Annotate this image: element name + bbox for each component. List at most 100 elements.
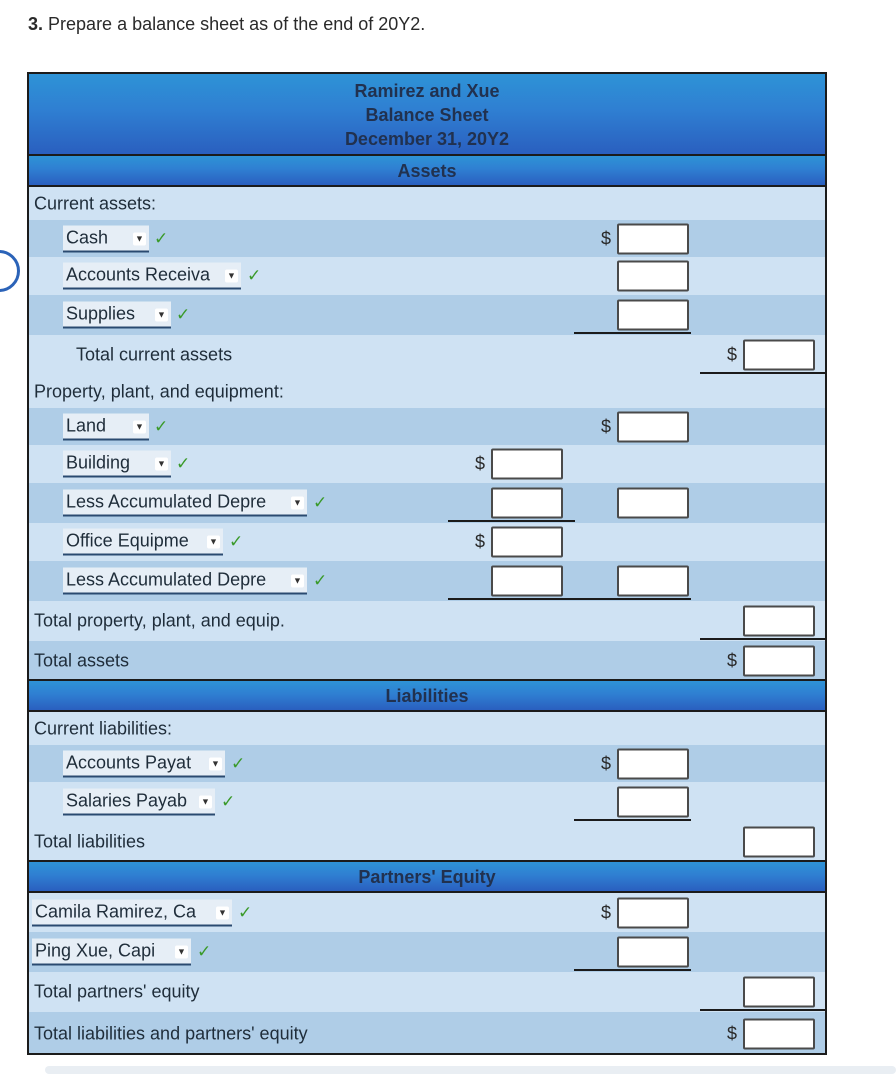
subtotal-underline: [574, 969, 691, 971]
total-liabilities-row: Total liabilities: [29, 822, 825, 862]
salaries-amount-input[interactable]: [617, 786, 689, 818]
accum-depr-equipment-value: Less Accumulated Depre: [66, 569, 267, 590]
cash-amount-input[interactable]: [617, 223, 689, 254]
check-icon: ✓: [229, 532, 244, 551]
total-underline: [700, 372, 825, 374]
total-liab-equity-label: Total liabilities and partners' equity: [34, 1023, 308, 1043]
ppe-heading-row: Property, plant, and equipment:: [29, 375, 825, 408]
ramirez-capital-select[interactable]: Camila Ramirez, Ca ▼: [32, 899, 232, 926]
ap-select-value: Accounts Payat: [66, 752, 192, 772]
accum-depr-building-value: Less Accumulated Depre: [66, 491, 267, 512]
total-assets-label: Total assets: [34, 650, 130, 671]
chevron-down-icon: ▼: [209, 757, 222, 770]
office-equipment-net-input[interactable]: [617, 565, 689, 597]
cash-row: Cash ▼ ✓ $: [29, 220, 825, 257]
accum-depr-building-input[interactable]: [491, 487, 563, 519]
xue-capital-value: Ping Xue, Capi: [35, 940, 156, 961]
current-liabilities-row: Current liabilities:: [29, 712, 825, 745]
current-assets-row: Current assets:: [29, 187, 825, 220]
office-equipment-select[interactable]: Office Equipme ▼: [63, 528, 223, 556]
subtotal-underline: [574, 819, 691, 821]
dollar-sign: $: [601, 228, 612, 248]
check-icon: ✓: [313, 493, 328, 512]
ar-account-select[interactable]: Accounts Receiva ▼: [63, 262, 241, 290]
statement-date: December 31, 20Y2: [344, 129, 510, 149]
total-assets-row: Total assets $: [29, 641, 825, 681]
total-liabilities-input[interactable]: [743, 826, 815, 858]
total-ppe-label: Total property, plant, and equip.: [34, 610, 285, 631]
chevron-down-icon: ▼: [155, 457, 168, 471]
land-amount-input[interactable]: [617, 411, 689, 442]
side-circle-icon[interactable]: [0, 250, 20, 292]
chevron-down-icon: ▼: [225, 269, 238, 283]
ramirez-capital-row: Camila Ramirez, Ca ▼ ✓ $: [29, 893, 825, 932]
question-number: 3.: [28, 14, 44, 34]
office-equipment-value: Office Equipme: [66, 530, 189, 551]
chevron-down-icon: ▼: [216, 906, 229, 919]
building-net-input[interactable]: [617, 487, 689, 519]
xue-capital-select[interactable]: Ping Xue, Capi ▼: [32, 938, 191, 966]
total-underline: [700, 1009, 825, 1011]
chevron-down-icon: ▼: [133, 420, 146, 433]
subtotal-underline: [574, 598, 691, 600]
check-icon: ✓: [154, 228, 169, 248]
liabilities-section-bar: Liabilities: [29, 679, 825, 712]
check-icon: ✓: [221, 792, 236, 811]
ap-account-select[interactable]: Accounts Payat ▼: [63, 750, 225, 777]
bottom-scroll-bar: [45, 1066, 896, 1074]
equity-section-bar: Partners' Equity: [29, 860, 825, 893]
land-select-value: Land: [66, 415, 107, 435]
xue-capital-input[interactable]: [617, 936, 689, 968]
dollar-sign: $: [475, 531, 486, 552]
cash-select-value: Cash: [66, 227, 109, 247]
ap-amount-input[interactable]: [617, 748, 689, 779]
building-select-value: Building: [66, 452, 131, 473]
chevron-down-icon: ▼: [291, 574, 304, 588]
office-equipment-cost-input[interactable]: [491, 526, 563, 558]
total-current-assets-row: Total current assets $: [29, 335, 825, 375]
check-icon: ✓: [154, 416, 169, 436]
total-current-assets-input[interactable]: [743, 339, 815, 371]
total-liab-equity-row: Total liabilities and partners' equity $: [29, 1012, 825, 1053]
dollar-sign: $: [727, 344, 738, 365]
supplies-account-select[interactable]: Supplies ▼: [63, 301, 171, 329]
liabilities-heading: Liabilities: [385, 686, 469, 706]
dollar-sign: $: [601, 902, 612, 922]
accum-depr-equipment-select[interactable]: Less Accumulated Depre ▼: [63, 567, 307, 595]
total-underline: [700, 638, 825, 640]
accum-depr-equipment-input[interactable]: [491, 565, 563, 597]
accum-depr-equipment-row: Less Accumulated Depre ▼ ✓: [29, 561, 825, 601]
supplies-select-value: Supplies: [66, 303, 136, 324]
total-liab-equity-input[interactable]: [743, 1018, 815, 1049]
supplies-amount-input[interactable]: [617, 299, 689, 331]
total-current-assets-label: Total current assets: [76, 344, 233, 365]
chevron-down-icon: ▼: [155, 308, 168, 322]
dollar-sign: $: [601, 753, 612, 773]
accounts-receivable-row: Accounts Receiva ▼ ✓: [29, 257, 825, 295]
total-ppe-input[interactable]: [743, 605, 815, 637]
total-liabilities-label: Total liabilities: [34, 831, 146, 852]
total-equity-input[interactable]: [743, 976, 815, 1008]
subtotal-underline: [574, 332, 691, 334]
total-assets-input[interactable]: [743, 645, 815, 677]
salaries-payable-row: Salaries Payab ▼ ✓: [29, 782, 825, 822]
balance-sheet: Ramirez and Xue Balance Sheet December 3…: [27, 72, 827, 1055]
salaries-payable-select[interactable]: Salaries Payab ▼: [63, 788, 215, 816]
building-cost-input[interactable]: [491, 448, 563, 480]
current-assets-label: Current assets:: [34, 193, 157, 213]
cash-account-select[interactable]: Cash ▼: [63, 225, 149, 252]
check-icon: ✓: [176, 305, 191, 324]
dollar-sign: $: [475, 453, 486, 474]
land-account-select[interactable]: Land ▼: [63, 413, 149, 440]
statement-name: Balance Sheet: [365, 105, 489, 125]
xue-capital-row: Ping Xue, Capi ▼ ✓: [29, 932, 825, 972]
check-icon: ✓: [313, 571, 328, 590]
ramirez-capital-input[interactable]: [617, 897, 689, 928]
ar-amount-input[interactable]: [617, 260, 689, 292]
salaries-select-value: Salaries Payab: [66, 790, 188, 811]
ppe-label: Property, plant, and equipment:: [34, 381, 284, 401]
assets-heading: Assets: [397, 161, 457, 181]
building-account-select[interactable]: Building ▼: [63, 450, 171, 478]
accum-depr-building-select[interactable]: Less Accumulated Depre ▼: [63, 489, 307, 517]
question-prompt: 3. Prepare a balance sheet as of the end…: [28, 14, 425, 35]
